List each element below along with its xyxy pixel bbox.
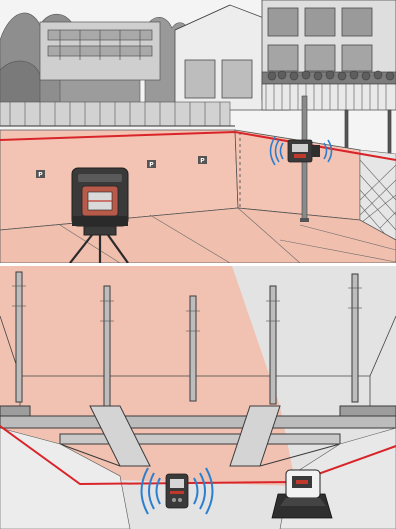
panel-divider bbox=[0, 263, 396, 266]
laser-receiver-icon bbox=[165, 473, 189, 509]
house bbox=[174, 0, 396, 111]
line-laser-icon bbox=[271, 469, 333, 519]
top-illustration-panel: P P P bbox=[0, 0, 396, 263]
laser-line-top bbox=[0, 130, 396, 161]
bottom-illustration-panel bbox=[0, 266, 396, 529]
parking-sign-2: P bbox=[147, 160, 156, 169]
parking-sign-1-label: P bbox=[38, 172, 43, 179]
signal-waves-icon bbox=[140, 467, 214, 515]
background-building bbox=[39, 21, 161, 81]
parking-sign-1: P bbox=[36, 170, 45, 179]
signal-waves-icon bbox=[269, 136, 333, 166]
ceiling-beams bbox=[0, 405, 396, 467]
laser-receiver-icon bbox=[287, 139, 320, 163]
parking-sign-3-label: P bbox=[200, 158, 205, 165]
fence-railing bbox=[0, 101, 235, 127]
top-illustration: P P P bbox=[0, 0, 396, 263]
lattice-panel bbox=[359, 149, 396, 241]
parking-sign-2-label: P bbox=[149, 162, 154, 169]
rotary-laser-level-icon bbox=[71, 167, 129, 227]
parking-sign-3: P bbox=[198, 156, 207, 165]
bottom-illustration bbox=[0, 266, 396, 529]
ceiling-hanger-icon bbox=[15, 271, 359, 407]
wall-left bbox=[0, 427, 131, 529]
balcony bbox=[261, 70, 396, 171]
